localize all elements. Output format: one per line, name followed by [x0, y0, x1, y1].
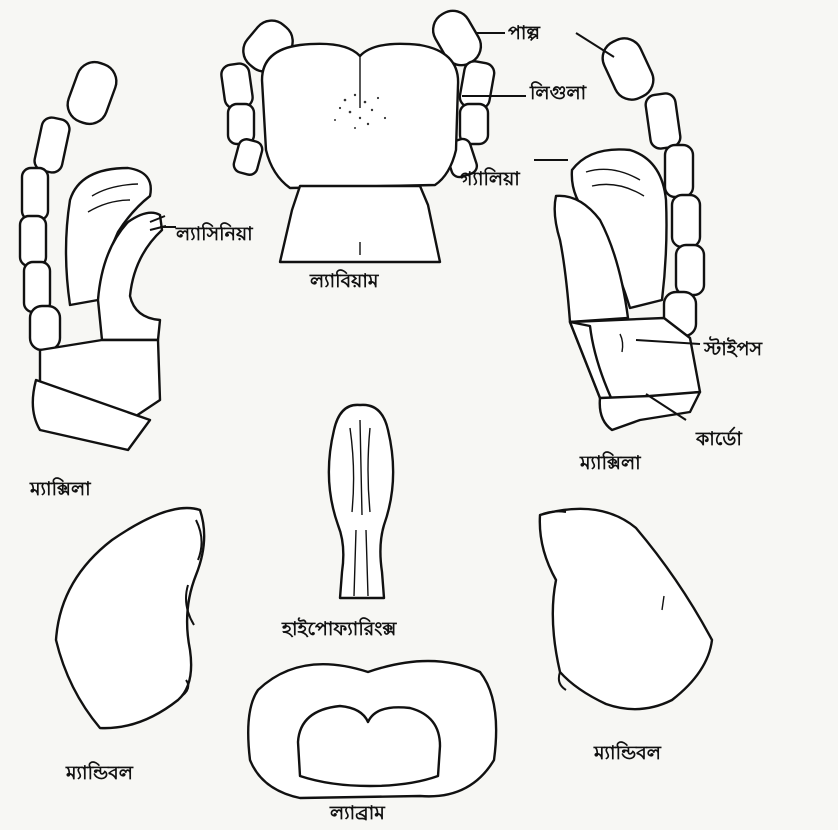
maxilla-left-figure — [20, 57, 166, 450]
label-maxilla-left: ম্যাক্সিলা — [30, 480, 91, 499]
label-ligula: লিগুলা — [530, 84, 586, 103]
hypopharynx-figure — [329, 405, 393, 598]
label-labrum: ল্যাব্রাম — [330, 804, 385, 823]
labium-figure — [220, 4, 496, 262]
label-cardo: কার্ডো — [696, 430, 742, 449]
label-labium: ল্যাবিয়াম — [310, 272, 378, 291]
label-maxilla-right: ম্যাক্সিলা — [580, 454, 641, 473]
mandible-right-figure — [540, 509, 712, 709]
label-mandible-right: ম্যান্ডিবল — [594, 744, 661, 763]
mandible-left-figure — [56, 508, 204, 728]
labrum-figure — [248, 661, 496, 798]
label-lacinia: ল্যাসিনিয়া — [176, 225, 253, 244]
label-galea: গ্যালিয়া — [460, 170, 520, 189]
label-hypopharynx: হাইপোফ্যারিংক্স — [282, 620, 396, 639]
label-palp: পাল্প — [508, 24, 540, 43]
label-mandible-left: ম্যান্ডিবল — [66, 764, 133, 783]
label-stipes: স্টাইপস — [704, 340, 762, 359]
